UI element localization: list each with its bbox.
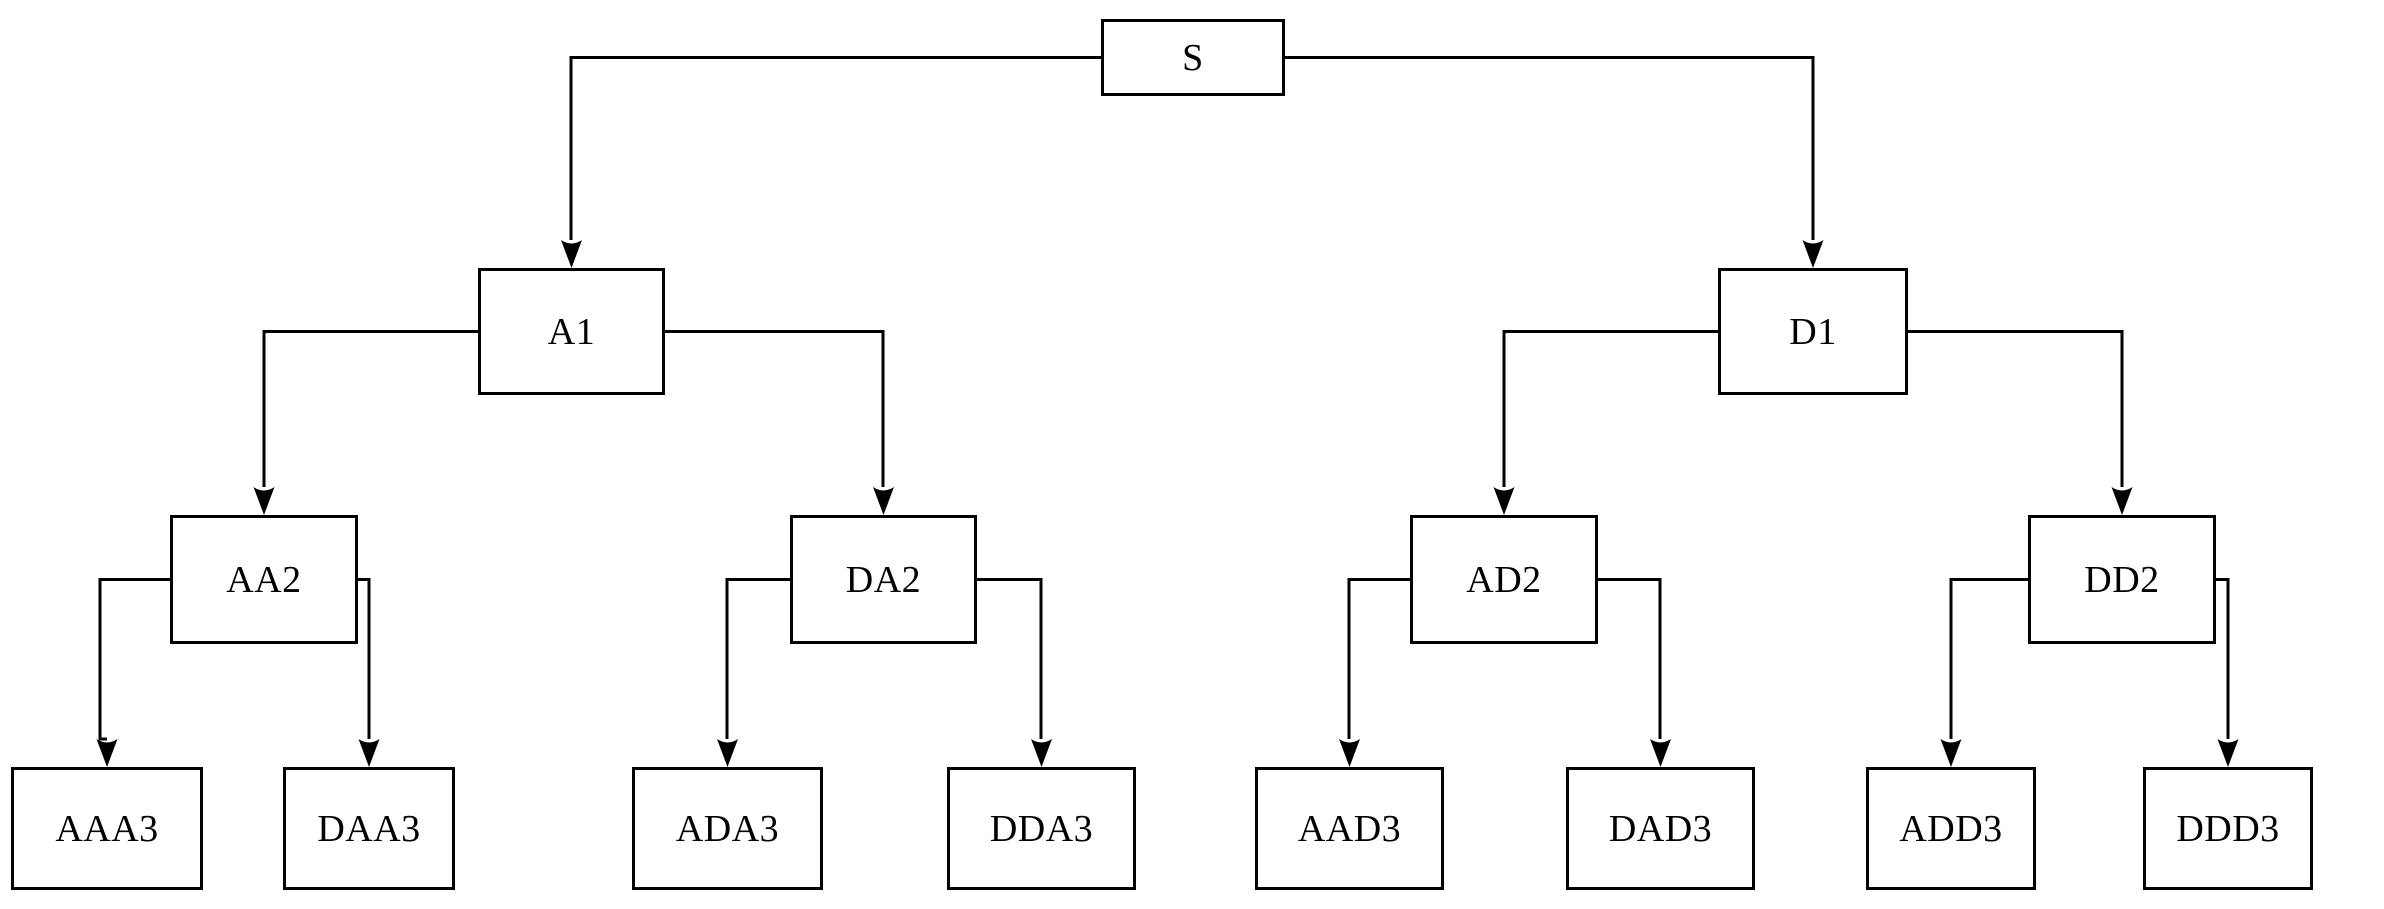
tree-node-label: AD2 (1466, 558, 1542, 601)
tree-node-a1: A1 (478, 268, 665, 395)
edge-da2-to-ada3 (717, 578, 790, 767)
tree-node-ddd3: DDD3 (2143, 767, 2313, 890)
tree-node-label: DAA3 (317, 807, 421, 850)
edge-a1-to-da2 (665, 330, 894, 515)
tree-node-label: ADA3 (675, 807, 780, 850)
edge-d1-to-dd2 (1908, 330, 2133, 515)
tree-node-s: S (1101, 19, 1285, 96)
tree-node-label: AAD3 (1297, 807, 1402, 850)
edge-ad2-to-aad3 (1339, 578, 1410, 767)
edge-dd2-to-add3 (1940, 578, 2028, 767)
tree-node-aa2: AA2 (170, 515, 358, 644)
tree-node-label: AAA3 (55, 807, 159, 850)
tree-node-label: ADD3 (1899, 807, 2003, 850)
tree-node-aad3: AAD3 (1255, 767, 1444, 890)
tree-node-dda3: DDA3 (947, 767, 1136, 890)
tree-node-dd2: DD2 (2028, 515, 2216, 644)
edge-aa2-to-daa3 (358, 578, 380, 767)
tree-node-ada3: ADA3 (632, 767, 823, 890)
edge-da2-to-dda3 (977, 578, 1052, 767)
tree-node-label: DAD3 (1608, 807, 1713, 850)
tree-node-label: DD2 (2084, 558, 2160, 601)
tree-node-label: DA2 (845, 558, 922, 601)
tree-node-label: AA2 (226, 558, 302, 601)
tree-node-daa3: DAA3 (283, 767, 455, 890)
tree-node-aaa3: AAA3 (11, 767, 203, 890)
tree-node-dad3: DAD3 (1566, 767, 1755, 890)
tree-node-label: A1 (547, 310, 596, 353)
tree-node-label: D1 (1789, 310, 1837, 353)
edge-s-to-a1 (561, 56, 1101, 268)
tree-node-label: DDA3 (989, 807, 1094, 850)
edge-ad2-to-dad3 (1598, 578, 1671, 767)
tree-node-label: S (1182, 36, 1204, 79)
edge-dd2-to-ddd3 (2216, 578, 2239, 767)
tree-node-ad2: AD2 (1410, 515, 1598, 644)
edge-d1-to-ad2 (1493, 330, 1718, 515)
tree-node-d1: D1 (1718, 268, 1908, 395)
tree-node-add3: ADD3 (1866, 767, 2036, 890)
tree-node-da2: DA2 (790, 515, 977, 644)
edge-aa2-to-aaa3 (96, 578, 170, 767)
edge-s-to-d1 (1285, 56, 1824, 268)
edge-a1-to-aa2 (253, 330, 478, 515)
tree-node-label: DDD3 (2176, 807, 2280, 850)
